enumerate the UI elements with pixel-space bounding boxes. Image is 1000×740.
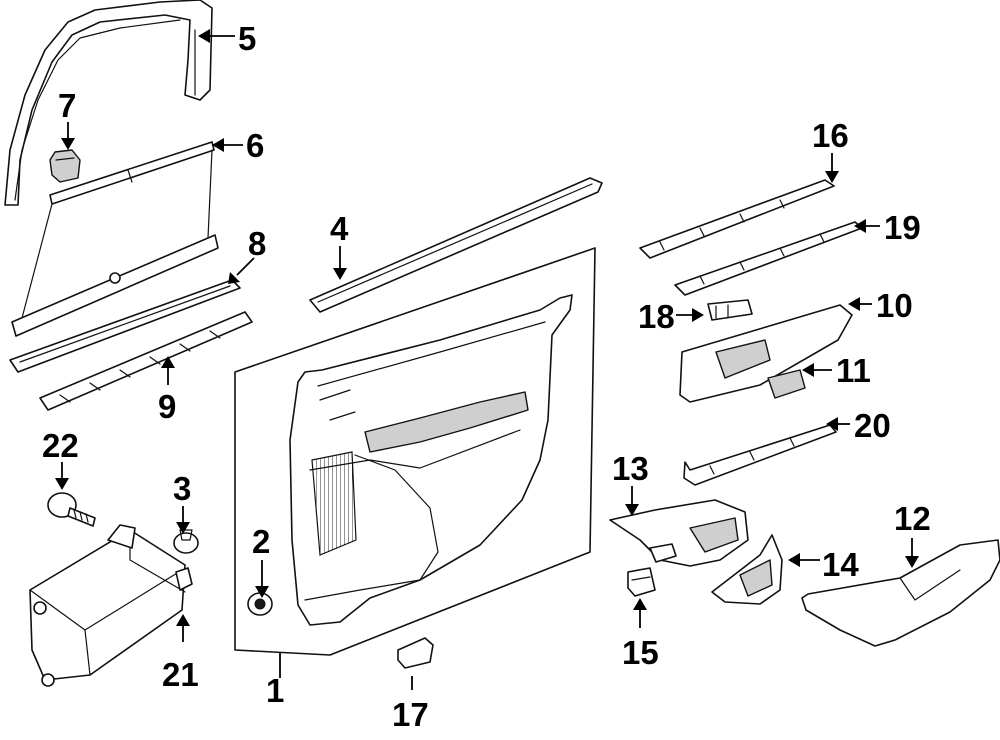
callout-2: 2 [252,523,270,560]
part-3-clip [173,529,199,554]
part-16-trim-strip-upper [639,179,835,259]
part-10-handle-bezel [679,304,853,403]
callout-3: 3 [173,470,191,507]
callout-20: 20 [854,407,891,444]
callout-18: 18 [638,298,675,335]
part-13-switch-bracket [609,499,749,567]
callout-21: 21 [162,656,199,693]
part-1-door-trim-panel [234,247,596,656]
callout-1: 1 [266,672,284,709]
part-14-pocket [711,534,783,605]
callout-10: 10 [876,287,913,324]
leader-lines [55,29,919,690]
part-17-switch [397,637,434,669]
callout-22: 22 [42,427,79,464]
part-12-armrest-pad [801,539,1000,647]
part-2-clip [247,592,273,616]
part-9-bracket [39,311,253,411]
part-8-weatherstrip [9,279,241,373]
part-21-armrest-module [29,524,193,687]
callout-7: 7 [58,87,76,124]
callout-15: 15 [622,634,659,671]
callout-14: 14 [822,546,859,583]
part-18-switch [707,299,753,321]
part-7-clip [49,149,81,183]
callout-labels: 1 2 3 4 5 6 7 8 9 10 11 12 13 14 15 16 1… [42,20,931,733]
part-15-connector [627,567,656,597]
callout-9: 9 [158,388,176,425]
callout-5: 5 [238,20,256,57]
callout-4: 4 [330,210,349,247]
part-4-belt-molding [309,177,603,313]
part-6-sunshade [11,141,219,337]
callout-6: 6 [246,127,264,164]
callout-12: 12 [894,500,931,537]
part-5-window-sash-trim [4,0,213,206]
callout-19: 19 [884,209,921,246]
part-11-cover [767,369,806,399]
callout-16: 16 [812,117,849,154]
part-22-bolt [47,492,96,527]
part-20-trim-strip [683,424,837,486]
callout-17: 17 [392,696,429,733]
callout-8: 8 [248,225,266,262]
callout-11: 11 [836,352,871,389]
callout-13: 13 [612,450,649,487]
